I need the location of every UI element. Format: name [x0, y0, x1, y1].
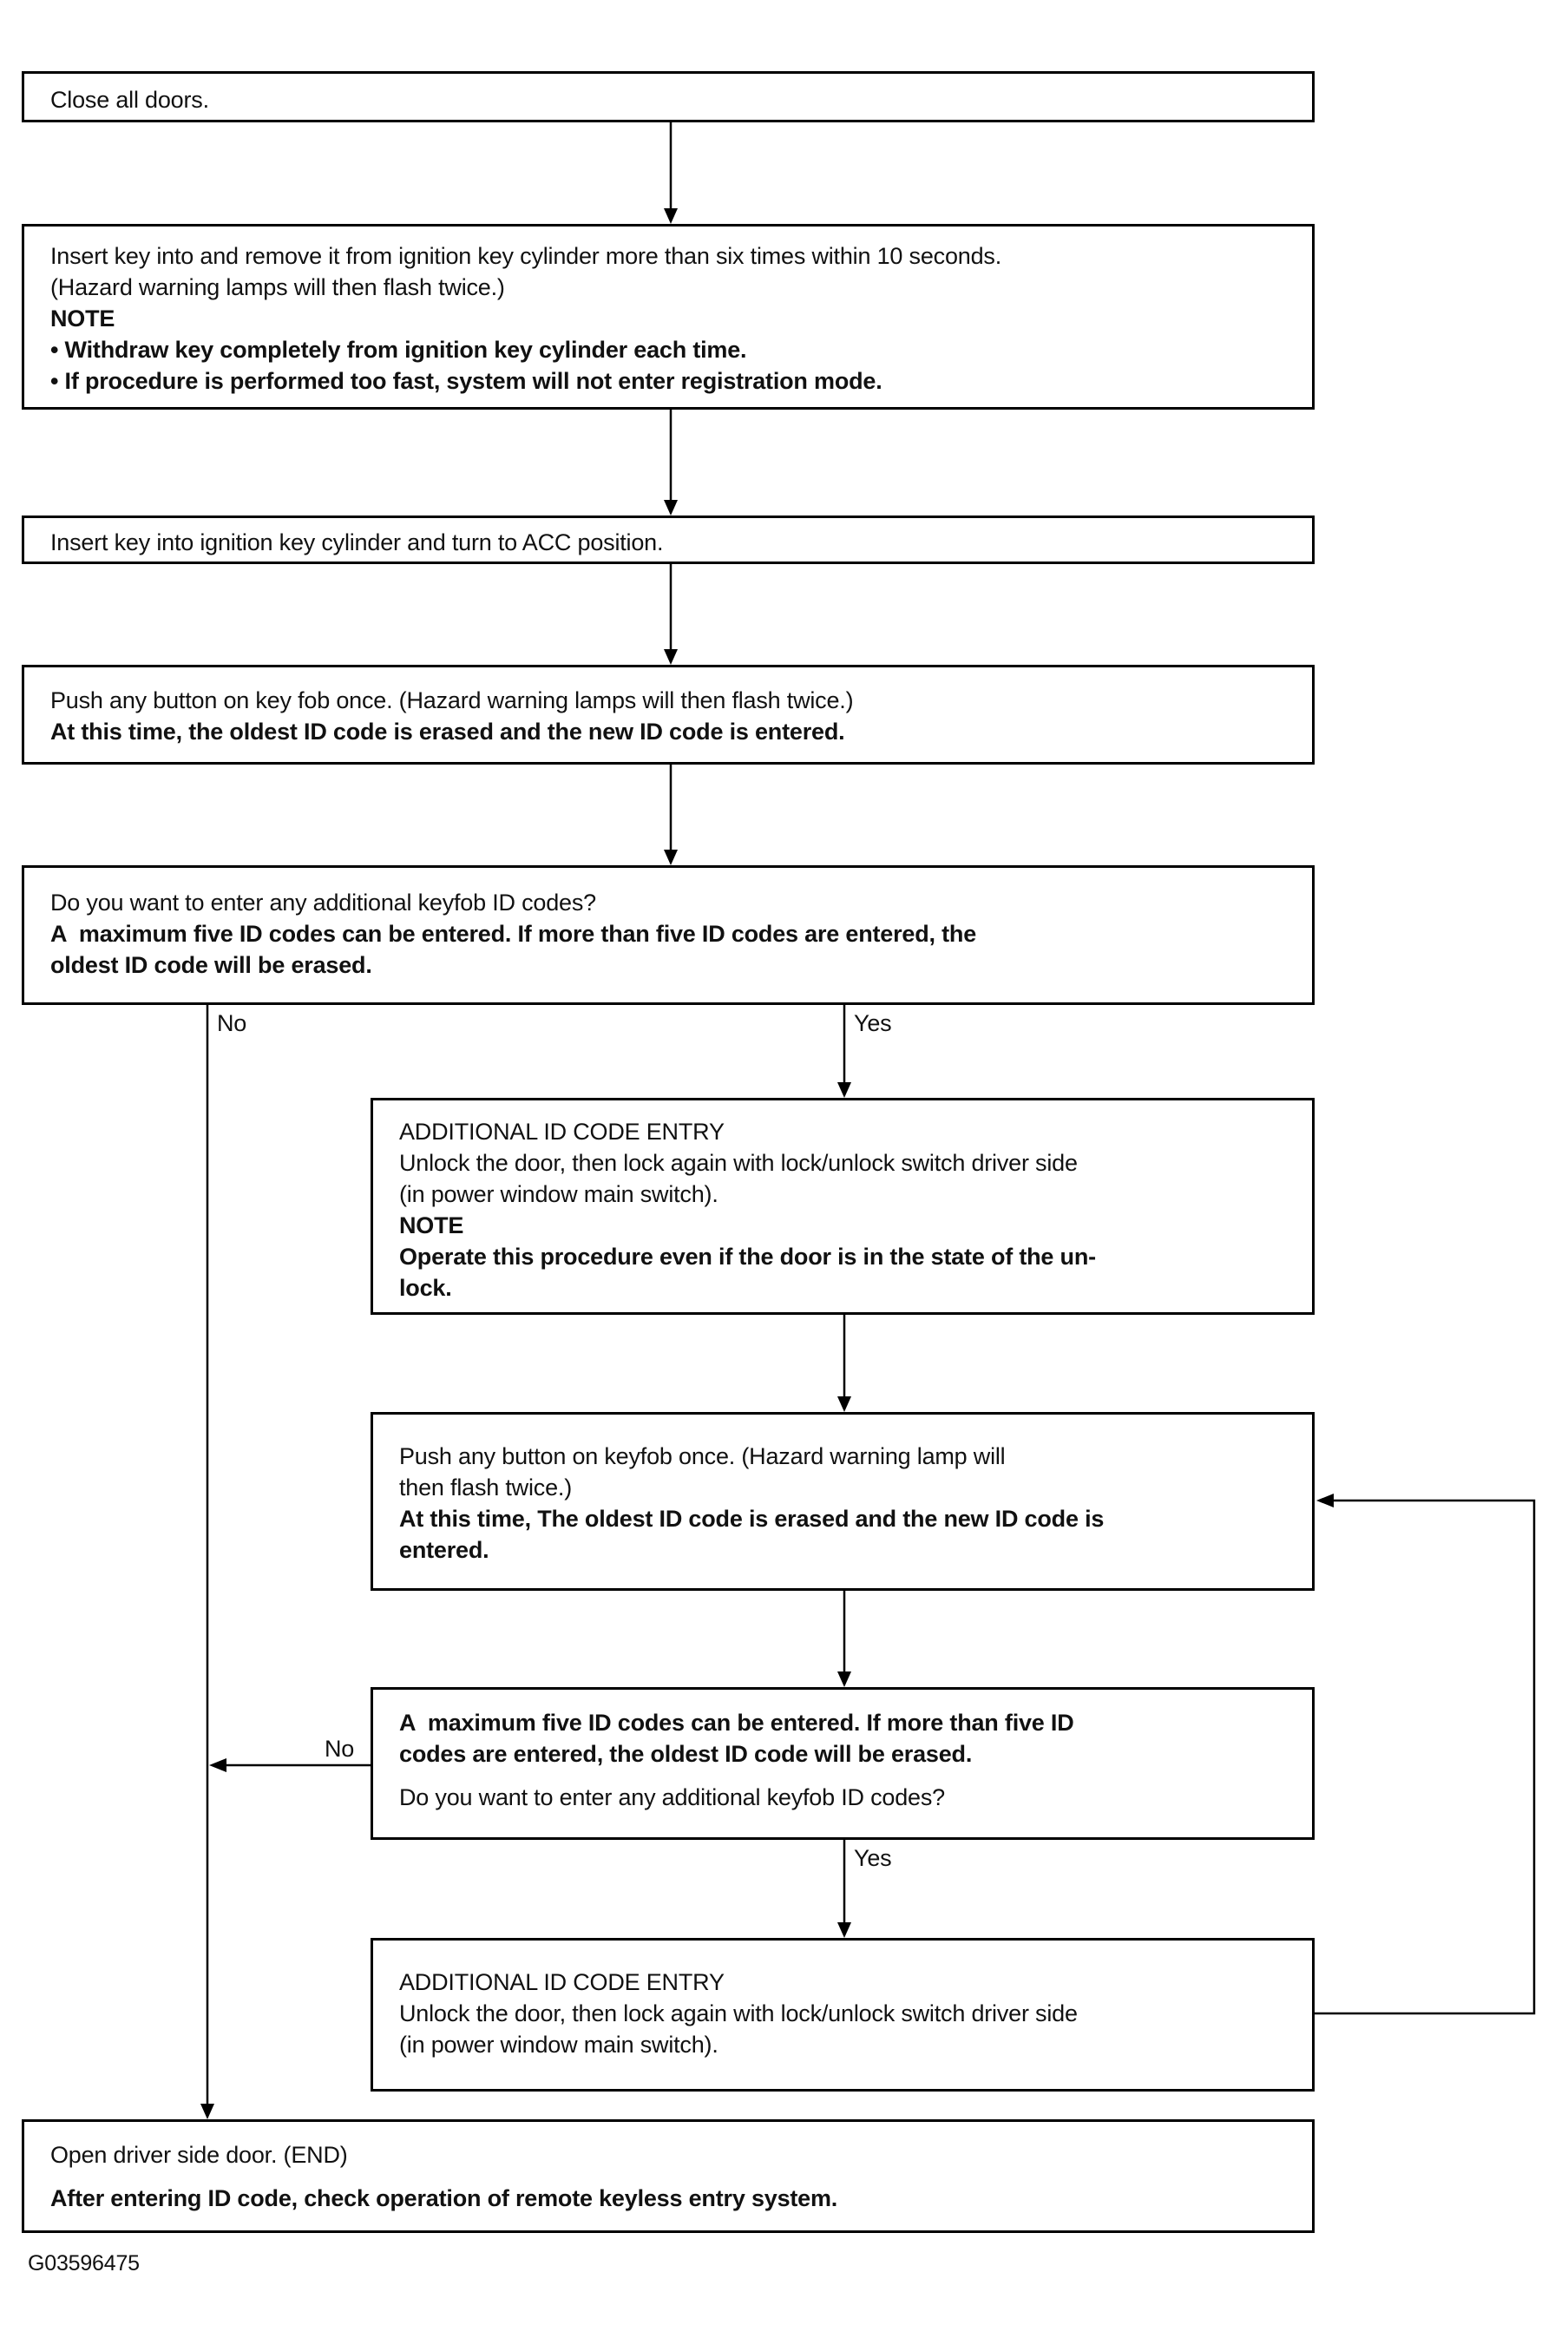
- step-push-button-loop: Push any button on keyfob once. (Hazard …: [371, 1412, 1315, 1591]
- step-text: (in power window main switch).: [399, 1181, 718, 1207]
- decision-question: Do you want to enter any additional keyf…: [399, 1784, 945, 1810]
- step-text-bold: entered.: [399, 1537, 489, 1563]
- branch-label-yes: Yes: [854, 1010, 892, 1036]
- step-text: Unlock the door, then lock again with lo…: [399, 1150, 1078, 1176]
- decision-note: oldest ID code will be erased.: [50, 952, 372, 978]
- step-text-bold: At this time, The oldest ID code is eras…: [399, 1506, 1105, 1532]
- note-bullet: • Withdraw key completely from ignition …: [50, 337, 747, 363]
- step-open-door-end: Open driver side door. (END) After enter…: [22, 2119, 1315, 2233]
- note-text: Operate this procedure even if the door …: [399, 1244, 1096, 1270]
- decision-note: codes are entered, the oldest ID code wi…: [399, 1741, 973, 1767]
- step-text: Insert key into ignition key cylinder an…: [50, 529, 664, 555]
- step-additional-entry-first: ADDITIONAL ID CODE ENTRY Unlock the door…: [371, 1098, 1315, 1315]
- note-heading: NOTE: [50, 305, 115, 332]
- decision-additional-codes-first: Do you want to enter any additional keyf…: [22, 865, 1315, 1005]
- decision-note: A maximum five ID codes can be entered. …: [399, 1710, 1074, 1736]
- step-text: Open driver side door. (END): [50, 2142, 348, 2168]
- step-text: (in power window main switch).: [399, 2032, 718, 2058]
- step-text-bold: After entering ID code, check operation …: [50, 2185, 838, 2211]
- step-heading: ADDITIONAL ID CODE ENTRY: [399, 1969, 725, 1995]
- figure-code: G03596475: [28, 2251, 140, 2276]
- note-bullet: • If procedure is performed too fast, sy…: [50, 368, 882, 394]
- decision-note: A maximum five ID codes can be entered. …: [50, 921, 977, 947]
- step-heading: ADDITIONAL ID CODE ENTRY: [399, 1119, 725, 1145]
- decision-question: Do you want to enter any additional keyf…: [50, 890, 596, 916]
- step-text: then flash twice.): [399, 1474, 572, 1501]
- note-heading: NOTE: [399, 1212, 464, 1238]
- step-text: (Hazard warning lamps will then flash tw…: [50, 274, 505, 300]
- step-text: Push any button on keyfob once. (Hazard …: [399, 1443, 1006, 1469]
- step-additional-entry-loop: ADDITIONAL ID CODE ENTRY Unlock the door…: [371, 1938, 1315, 2092]
- step-insert-remove-key: Insert key into and remove it from ignit…: [22, 224, 1315, 410]
- step-text: Insert key into and remove it from ignit…: [50, 243, 1001, 269]
- step-text: Close all doors.: [50, 87, 209, 113]
- step-push-button-first: Push any button on key fob once. (Hazard…: [22, 665, 1315, 765]
- step-text-bold: At this time, the oldest ID code is eras…: [50, 719, 845, 745]
- branch-label-yes: Yes: [854, 1845, 892, 1871]
- step-text: Push any button on key fob once. (Hazard…: [50, 687, 854, 713]
- step-close-all-doors: Close all doors.: [22, 71, 1315, 122]
- step-text: Unlock the door, then lock again with lo…: [399, 2000, 1078, 2026]
- branch-label-no: No: [325, 1736, 355, 1762]
- step-key-to-acc: Insert key into ignition key cylinder an…: [22, 516, 1315, 564]
- branch-label-no: No: [217, 1010, 247, 1036]
- note-text: lock.: [399, 1275, 452, 1301]
- decision-additional-codes-loop: A maximum five ID codes can be entered. …: [371, 1687, 1315, 1840]
